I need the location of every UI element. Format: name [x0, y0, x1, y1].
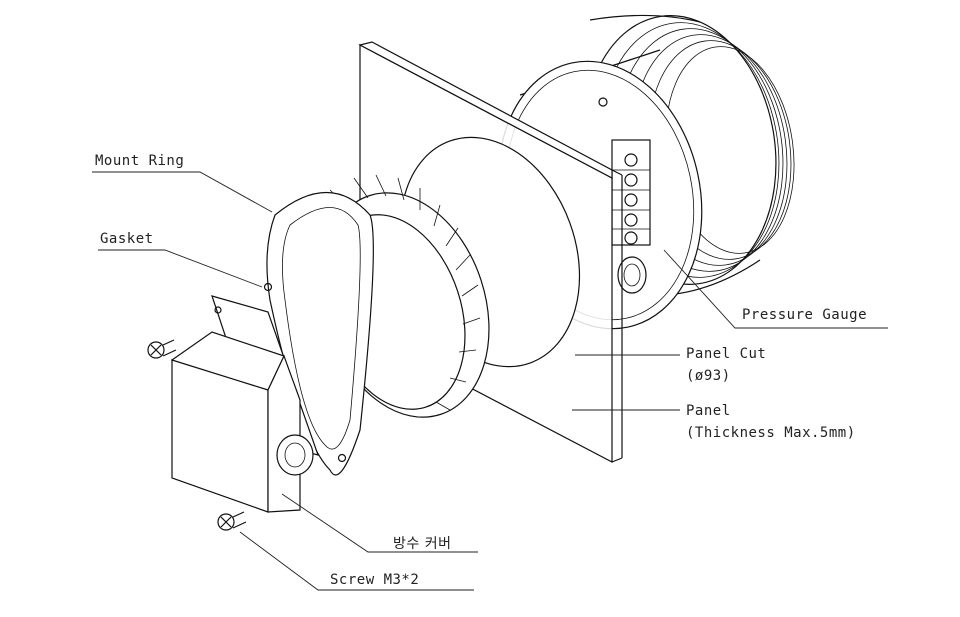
waterproof-cover	[170, 295, 319, 513]
label-pressure-gauge: Pressure Gauge	[742, 307, 868, 323]
label-mount-ring: Mount Ring	[95, 153, 185, 169]
label-screw: Screw M3*2	[330, 572, 420, 588]
label-panel-cut: Panel Cut	[686, 346, 767, 362]
screw-bottom	[217, 511, 247, 531]
label-gasket: Gasket	[100, 231, 154, 247]
label-panel-thickness: (Thickness Max.5mm)	[686, 425, 856, 441]
screw-top	[147, 339, 177, 359]
label-panel-cut-dimension: (ø93)	[686, 368, 731, 384]
label-waterproof-cover: 방수 커버	[393, 536, 452, 552]
gasket	[263, 192, 374, 476]
label-panel: Panel	[686, 403, 731, 419]
leader-lines	[92, 171, 888, 591]
